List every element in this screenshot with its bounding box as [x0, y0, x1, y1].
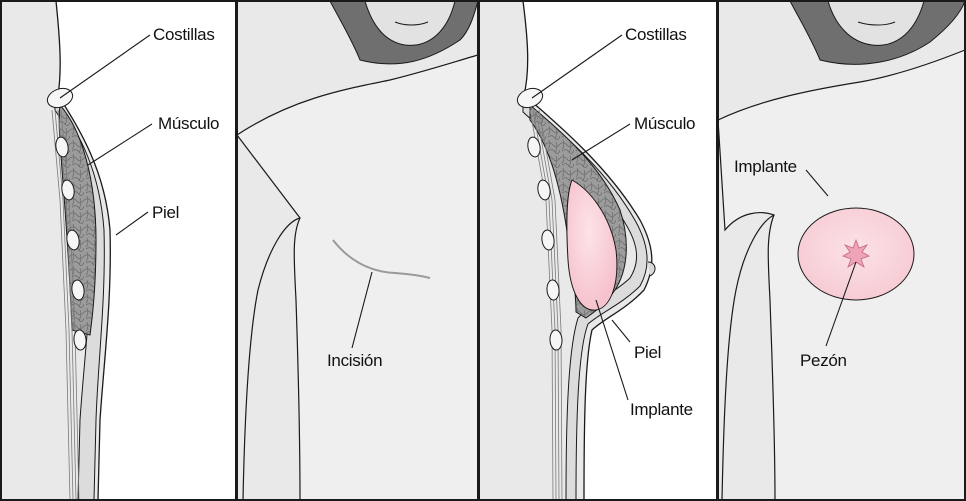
label-incision: Incisión [327, 351, 382, 370]
label-muscle: Músculo [158, 114, 219, 133]
label-implant-4: Implante [734, 157, 797, 176]
label-muscle-2: Músculo [634, 114, 695, 133]
panel-3: Costillas Músculo Piel Implante [479, 1, 717, 500]
label-skin: Piel [152, 203, 179, 222]
panel-1: Costillas Músculo Piel [1, 1, 236, 500]
label-implant-2: Implante [630, 400, 693, 419]
label-ribs: Costillas [153, 25, 215, 44]
panel-2: Incisión [237, 1, 478, 500]
label-ribs-2: Costillas [625, 25, 687, 44]
label-skin-2: Piel [634, 343, 661, 362]
label-nipple-4: Pezón [800, 351, 847, 370]
panel-4: Implante Pezón [718, 1, 965, 500]
